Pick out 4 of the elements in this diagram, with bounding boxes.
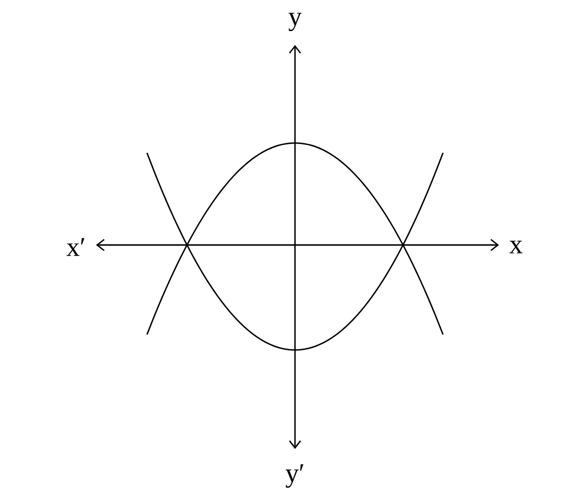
axis-label: x′	[66, 238, 84, 256]
axis-label: y′	[286, 464, 304, 488]
axis-label: y	[288, 12, 302, 32]
axis-label: x	[510, 240, 522, 254]
